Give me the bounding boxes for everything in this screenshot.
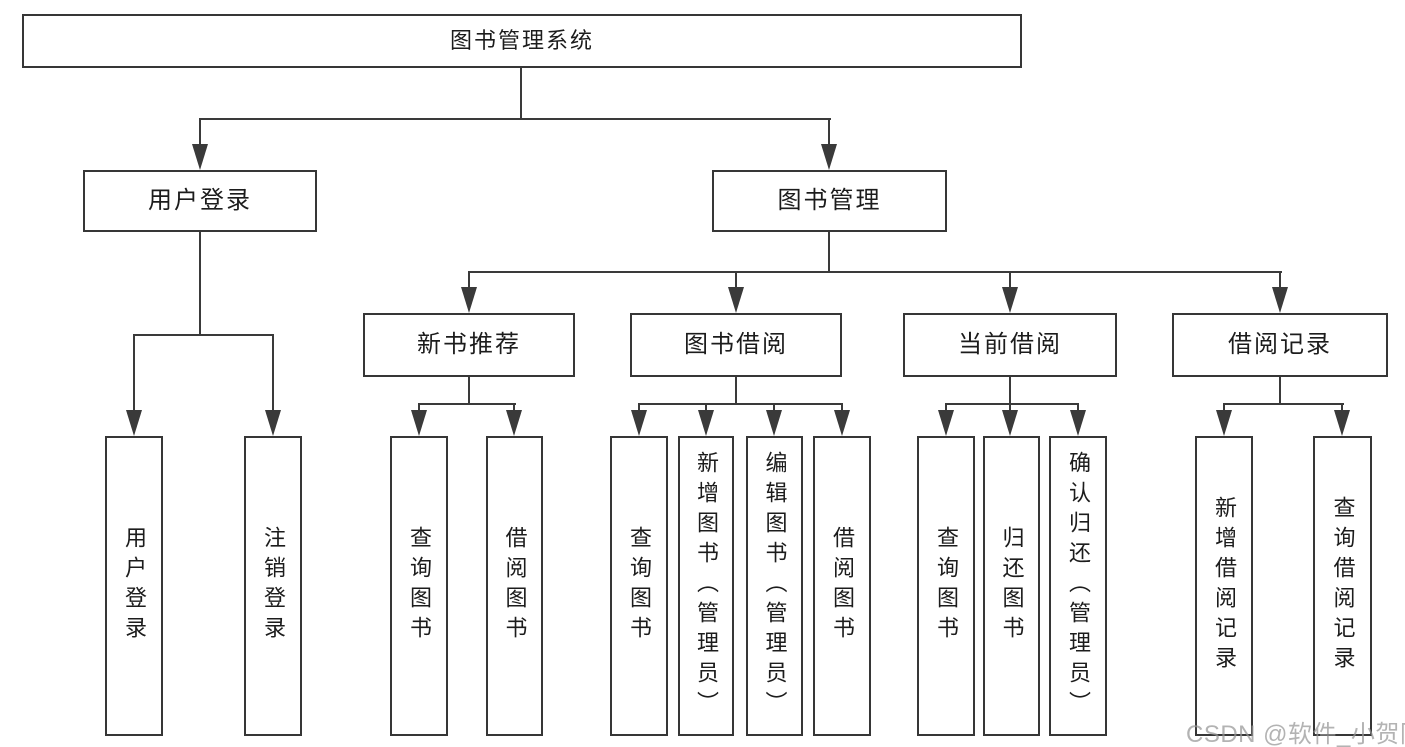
arrow-down-icon xyxy=(698,410,714,436)
arrow-down-icon xyxy=(728,287,744,313)
connector-line xyxy=(1009,273,1011,289)
connector-line xyxy=(199,120,201,146)
connector-line xyxy=(841,405,843,412)
connector-line xyxy=(1279,273,1281,289)
arrow-down-icon xyxy=(126,410,142,436)
leaf-edit-book-admin: 编辑图书（管理员） xyxy=(746,436,803,736)
arrow-down-icon xyxy=(1216,410,1232,436)
connector-line xyxy=(945,405,947,412)
arrow-down-icon xyxy=(631,410,647,436)
node-new-book-recommendation: 新书推荐 xyxy=(363,313,575,377)
connector-line xyxy=(199,232,201,336)
connector-line xyxy=(705,405,707,412)
connector-line xyxy=(638,403,843,405)
arrow-down-icon xyxy=(766,410,782,436)
connector-line xyxy=(520,68,522,120)
connector-line xyxy=(513,405,515,412)
arrow-down-icon xyxy=(1334,410,1350,436)
arrow-down-icon xyxy=(461,287,477,313)
connector-line xyxy=(468,273,470,289)
leaf-query-books-borrowing: 查询图书 xyxy=(610,436,668,736)
arrow-down-icon xyxy=(938,410,954,436)
connector-line xyxy=(1279,377,1281,405)
node-book-management: 图书管理 xyxy=(712,170,947,232)
connector-line xyxy=(735,377,737,405)
connector-line xyxy=(1009,405,1011,412)
connector-line xyxy=(1223,405,1225,412)
connector-line xyxy=(133,336,135,412)
arrow-down-icon xyxy=(821,144,837,170)
connector-line xyxy=(1009,377,1011,405)
leaf-logout: 注销登录 xyxy=(244,436,302,736)
arrow-down-icon xyxy=(1272,287,1288,313)
connector-line xyxy=(773,405,775,412)
connector-line xyxy=(272,336,274,412)
arrow-down-icon xyxy=(265,410,281,436)
leaf-user-login: 用户登录 xyxy=(105,436,163,736)
connector-line xyxy=(133,334,274,336)
leaf-borrow-books-borrowing: 借阅图书 xyxy=(813,436,871,736)
leaf-add-borrow-record: 新增借阅记录 xyxy=(1195,436,1253,736)
node-book-borrowing: 图书借阅 xyxy=(630,313,842,377)
leaf-borrow-books-recommend: 借阅图书 xyxy=(486,436,543,736)
watermark: CSDN @软件_小贺同学 xyxy=(1186,721,1405,747)
connector-line xyxy=(468,271,1282,273)
connector-line xyxy=(735,273,737,289)
connector-line xyxy=(638,405,640,412)
arrow-down-icon xyxy=(192,144,208,170)
node-user-login: 用户登录 xyxy=(83,170,317,232)
leaf-query-books-recommend: 查询图书 xyxy=(390,436,448,736)
arrow-down-icon xyxy=(1002,410,1018,436)
connector-line xyxy=(828,120,830,146)
arrow-down-icon xyxy=(1070,410,1086,436)
connector-line xyxy=(199,118,831,120)
connector-line xyxy=(418,403,516,405)
leaf-query-borrow-record: 查询借阅记录 xyxy=(1313,436,1372,736)
connector-line xyxy=(945,403,1079,405)
arrow-down-icon xyxy=(834,410,850,436)
arrow-down-icon xyxy=(506,410,522,436)
connector-line xyxy=(828,232,830,273)
arrow-down-icon xyxy=(1002,287,1018,313)
leaf-add-book-admin: 新增图书（管理员） xyxy=(678,436,734,736)
connector-line xyxy=(1077,405,1079,412)
connector-line xyxy=(418,405,420,412)
node-library-management-system: 图书管理系统 xyxy=(22,14,1022,68)
connector-line xyxy=(468,377,470,405)
node-current-borrowing: 当前借阅 xyxy=(903,313,1117,377)
arrow-down-icon xyxy=(411,410,427,436)
connector-line xyxy=(1223,403,1344,405)
node-borrowing-records: 借阅记录 xyxy=(1172,313,1388,377)
leaf-confirm-return-admin: 确认归还（管理员） xyxy=(1049,436,1107,736)
connector-line xyxy=(1341,405,1343,412)
leaf-query-books-current: 查询图书 xyxy=(917,436,975,736)
leaf-return-books: 归还图书 xyxy=(983,436,1040,736)
